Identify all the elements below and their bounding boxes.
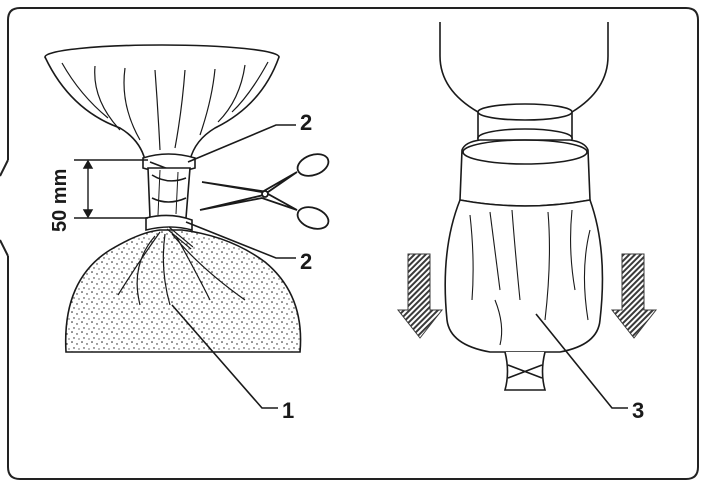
part-1-label: 1 xyxy=(282,398,294,423)
right-figure-bag-on-outlet: 3 xyxy=(398,22,656,423)
clamp-ring xyxy=(460,140,590,206)
dimension-50mm xyxy=(74,160,148,218)
bag-neck xyxy=(148,168,190,218)
collection-bag xyxy=(445,200,602,390)
left-figure-sand-bag: 50 mm 2 2 1 xyxy=(45,45,331,423)
funnel-bag xyxy=(45,45,279,160)
dimension-label: 50 mm xyxy=(49,169,71,232)
sand-bag xyxy=(66,230,301,352)
part-2-lower-label: 2 xyxy=(300,249,312,274)
down-arrow-icon-right xyxy=(612,254,656,338)
scissors-icon xyxy=(200,150,331,233)
part-3-label: 3 xyxy=(632,398,644,423)
down-arrow-icon-left xyxy=(398,254,442,338)
part-2-upper-label: 2 xyxy=(300,110,312,135)
